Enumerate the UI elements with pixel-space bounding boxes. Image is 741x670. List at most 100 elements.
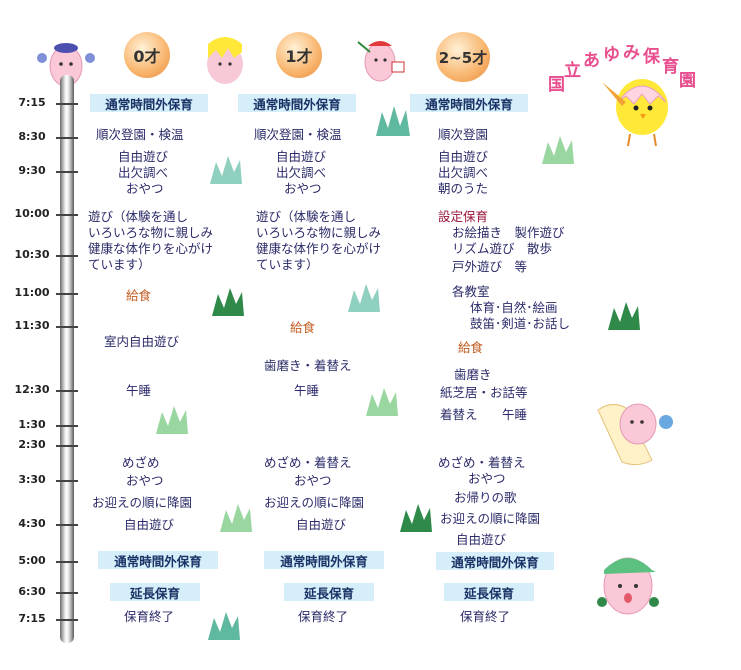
schedule-text: 保育終了 xyxy=(460,609,511,624)
schedule-text: 出欠調べ xyxy=(118,165,169,180)
grass-icon xyxy=(212,288,244,316)
time-label: 11:30 xyxy=(14,319,50,332)
timeline-tick xyxy=(56,214,78,216)
band-extended-0: 延長保育 xyxy=(110,583,200,601)
time-label: 12:30 xyxy=(14,383,50,396)
timeline-tick xyxy=(56,390,78,392)
cap-mascot-icon xyxy=(597,557,659,615)
grass-icon xyxy=(608,302,640,330)
schedule-text: 着替え xyxy=(440,407,478,422)
grass-icon xyxy=(348,284,380,312)
band-morning-1: 通常時間外保育 xyxy=(238,94,356,112)
schedule-text: 各教室 xyxy=(452,284,490,299)
schedule-text: 保育終了 xyxy=(298,609,349,624)
title-char: ゆ xyxy=(603,45,620,65)
grass-icon xyxy=(156,406,188,434)
schedule-text: 自由遊び xyxy=(118,149,169,164)
schedule-text: 健康な体作りを心がけ xyxy=(256,241,382,256)
timeline-tick xyxy=(56,480,78,482)
grass-icon xyxy=(210,156,242,184)
time-label: 9:30 xyxy=(18,164,46,177)
time-label: 1:30 xyxy=(18,418,46,431)
time-label: 7:15 xyxy=(18,612,46,625)
hatching-egg-icon xyxy=(207,37,243,84)
schedule-text: 歯磨き・着替え xyxy=(264,358,352,373)
schedule-text: いろいろな物に親しみ xyxy=(256,225,382,240)
schedule-text: 戸外遊び 等 xyxy=(452,259,528,274)
title-char: 国 xyxy=(548,75,565,95)
timeline-tick xyxy=(56,561,78,563)
grass-icon xyxy=(366,388,398,416)
schedule-text: 体育･自然･絵画 xyxy=(470,300,558,315)
schedule-text: お迎えの順に降園 xyxy=(264,495,365,510)
timeline-tick xyxy=(56,445,78,447)
band-evening-1: 通常時間外保育 xyxy=(264,551,384,569)
band-morning-0: 通常時間外保育 xyxy=(90,94,208,112)
schedule-text: おやつ xyxy=(284,181,322,196)
schedule-text: 自由遊び xyxy=(296,517,347,532)
schedule-text: おやつ xyxy=(126,181,164,196)
schedule-text: ています） xyxy=(88,257,151,272)
schedule-text: めざめ xyxy=(122,455,160,470)
age-badge-1: 1才 xyxy=(276,32,322,78)
time-label: 5:00 xyxy=(18,554,46,567)
timeline-tick xyxy=(56,425,78,427)
schedule-text: 順次登園・検温 xyxy=(254,127,342,142)
schedule-text: 遊び（体験を通し xyxy=(88,209,189,224)
title-char: 立 xyxy=(564,61,581,81)
schedule-text: 出欠調べ xyxy=(276,165,327,180)
schedule-text: おやつ xyxy=(294,473,332,488)
flag-mascot-icon xyxy=(357,41,405,82)
schedule-text: 午睡 xyxy=(502,407,528,422)
timeline-tick xyxy=(56,524,78,526)
grass-icon xyxy=(542,136,574,164)
grass-icon xyxy=(220,504,252,532)
schedule-text: お帰りの歌 xyxy=(454,490,517,505)
title-char: 園 xyxy=(679,71,696,91)
grass-icon xyxy=(400,504,432,532)
title-char: 保 xyxy=(643,47,660,67)
schedule-text: おやつ xyxy=(126,473,164,488)
schedule-text: 鼓笛･剣道･お話し xyxy=(470,316,571,331)
pink-egg-mascot-icon xyxy=(37,43,95,87)
schedule-text: 順次登園・検温 xyxy=(96,127,184,142)
schedule-text: 自由遊び xyxy=(276,149,327,164)
schedule-text: 歯磨き xyxy=(454,367,492,382)
schedule-text: リズム遊び 散歩 xyxy=(452,241,553,256)
towel-mascot-icon xyxy=(597,403,673,466)
schedule-text: 保育終了 xyxy=(124,609,175,624)
grass-icon xyxy=(208,612,240,640)
schedule-text: 室内自由遊び xyxy=(104,334,180,349)
timeline-tick xyxy=(56,171,78,173)
band-extended-2: 延長保育 xyxy=(444,583,534,601)
schedule-text: ています） xyxy=(256,257,319,272)
schedule-text: 自由遊び xyxy=(124,517,175,532)
schedule-text: 自由遊び xyxy=(456,532,507,547)
schedule-text: お迎えの順に降園 xyxy=(92,495,193,510)
title-char: あ xyxy=(583,51,600,71)
schedule-text: 自由遊び xyxy=(438,149,489,164)
schedule-text: いろいろな物に親しみ xyxy=(88,225,214,240)
schedule-text: 出欠調べ xyxy=(438,165,489,180)
time-label: 2:30 xyxy=(18,438,46,451)
time-label: 3:30 xyxy=(18,473,46,486)
schedule-text: 午睡 xyxy=(294,383,320,398)
schedule-text: 紙芝居・お話等 xyxy=(440,385,528,400)
schedule-text: めざめ・着替え xyxy=(438,455,526,470)
band-evening-2: 通常時間外保育 xyxy=(436,552,554,570)
band-evening-0: 通常時間外保育 xyxy=(98,551,218,569)
time-label: 10:00 xyxy=(14,207,50,220)
lunch-text: 給食 xyxy=(458,340,484,355)
title-char: み xyxy=(623,43,640,63)
time-label: 8:30 xyxy=(18,130,46,143)
schedule-text: お絵描き 製作遊び xyxy=(452,225,565,240)
lunch-text: 給食 xyxy=(126,288,152,303)
timeline-tick xyxy=(56,293,78,295)
band-extended-1: 延長保育 xyxy=(284,583,374,601)
title-char: 育 xyxy=(662,57,679,77)
chick-mascot-icon xyxy=(602,79,668,147)
time-label: 11:00 xyxy=(14,286,50,299)
time-label: 4:30 xyxy=(18,517,46,530)
schedule-text: めざめ・着替え xyxy=(264,455,352,470)
age-badge-2-5: 2~5才 xyxy=(436,32,490,82)
